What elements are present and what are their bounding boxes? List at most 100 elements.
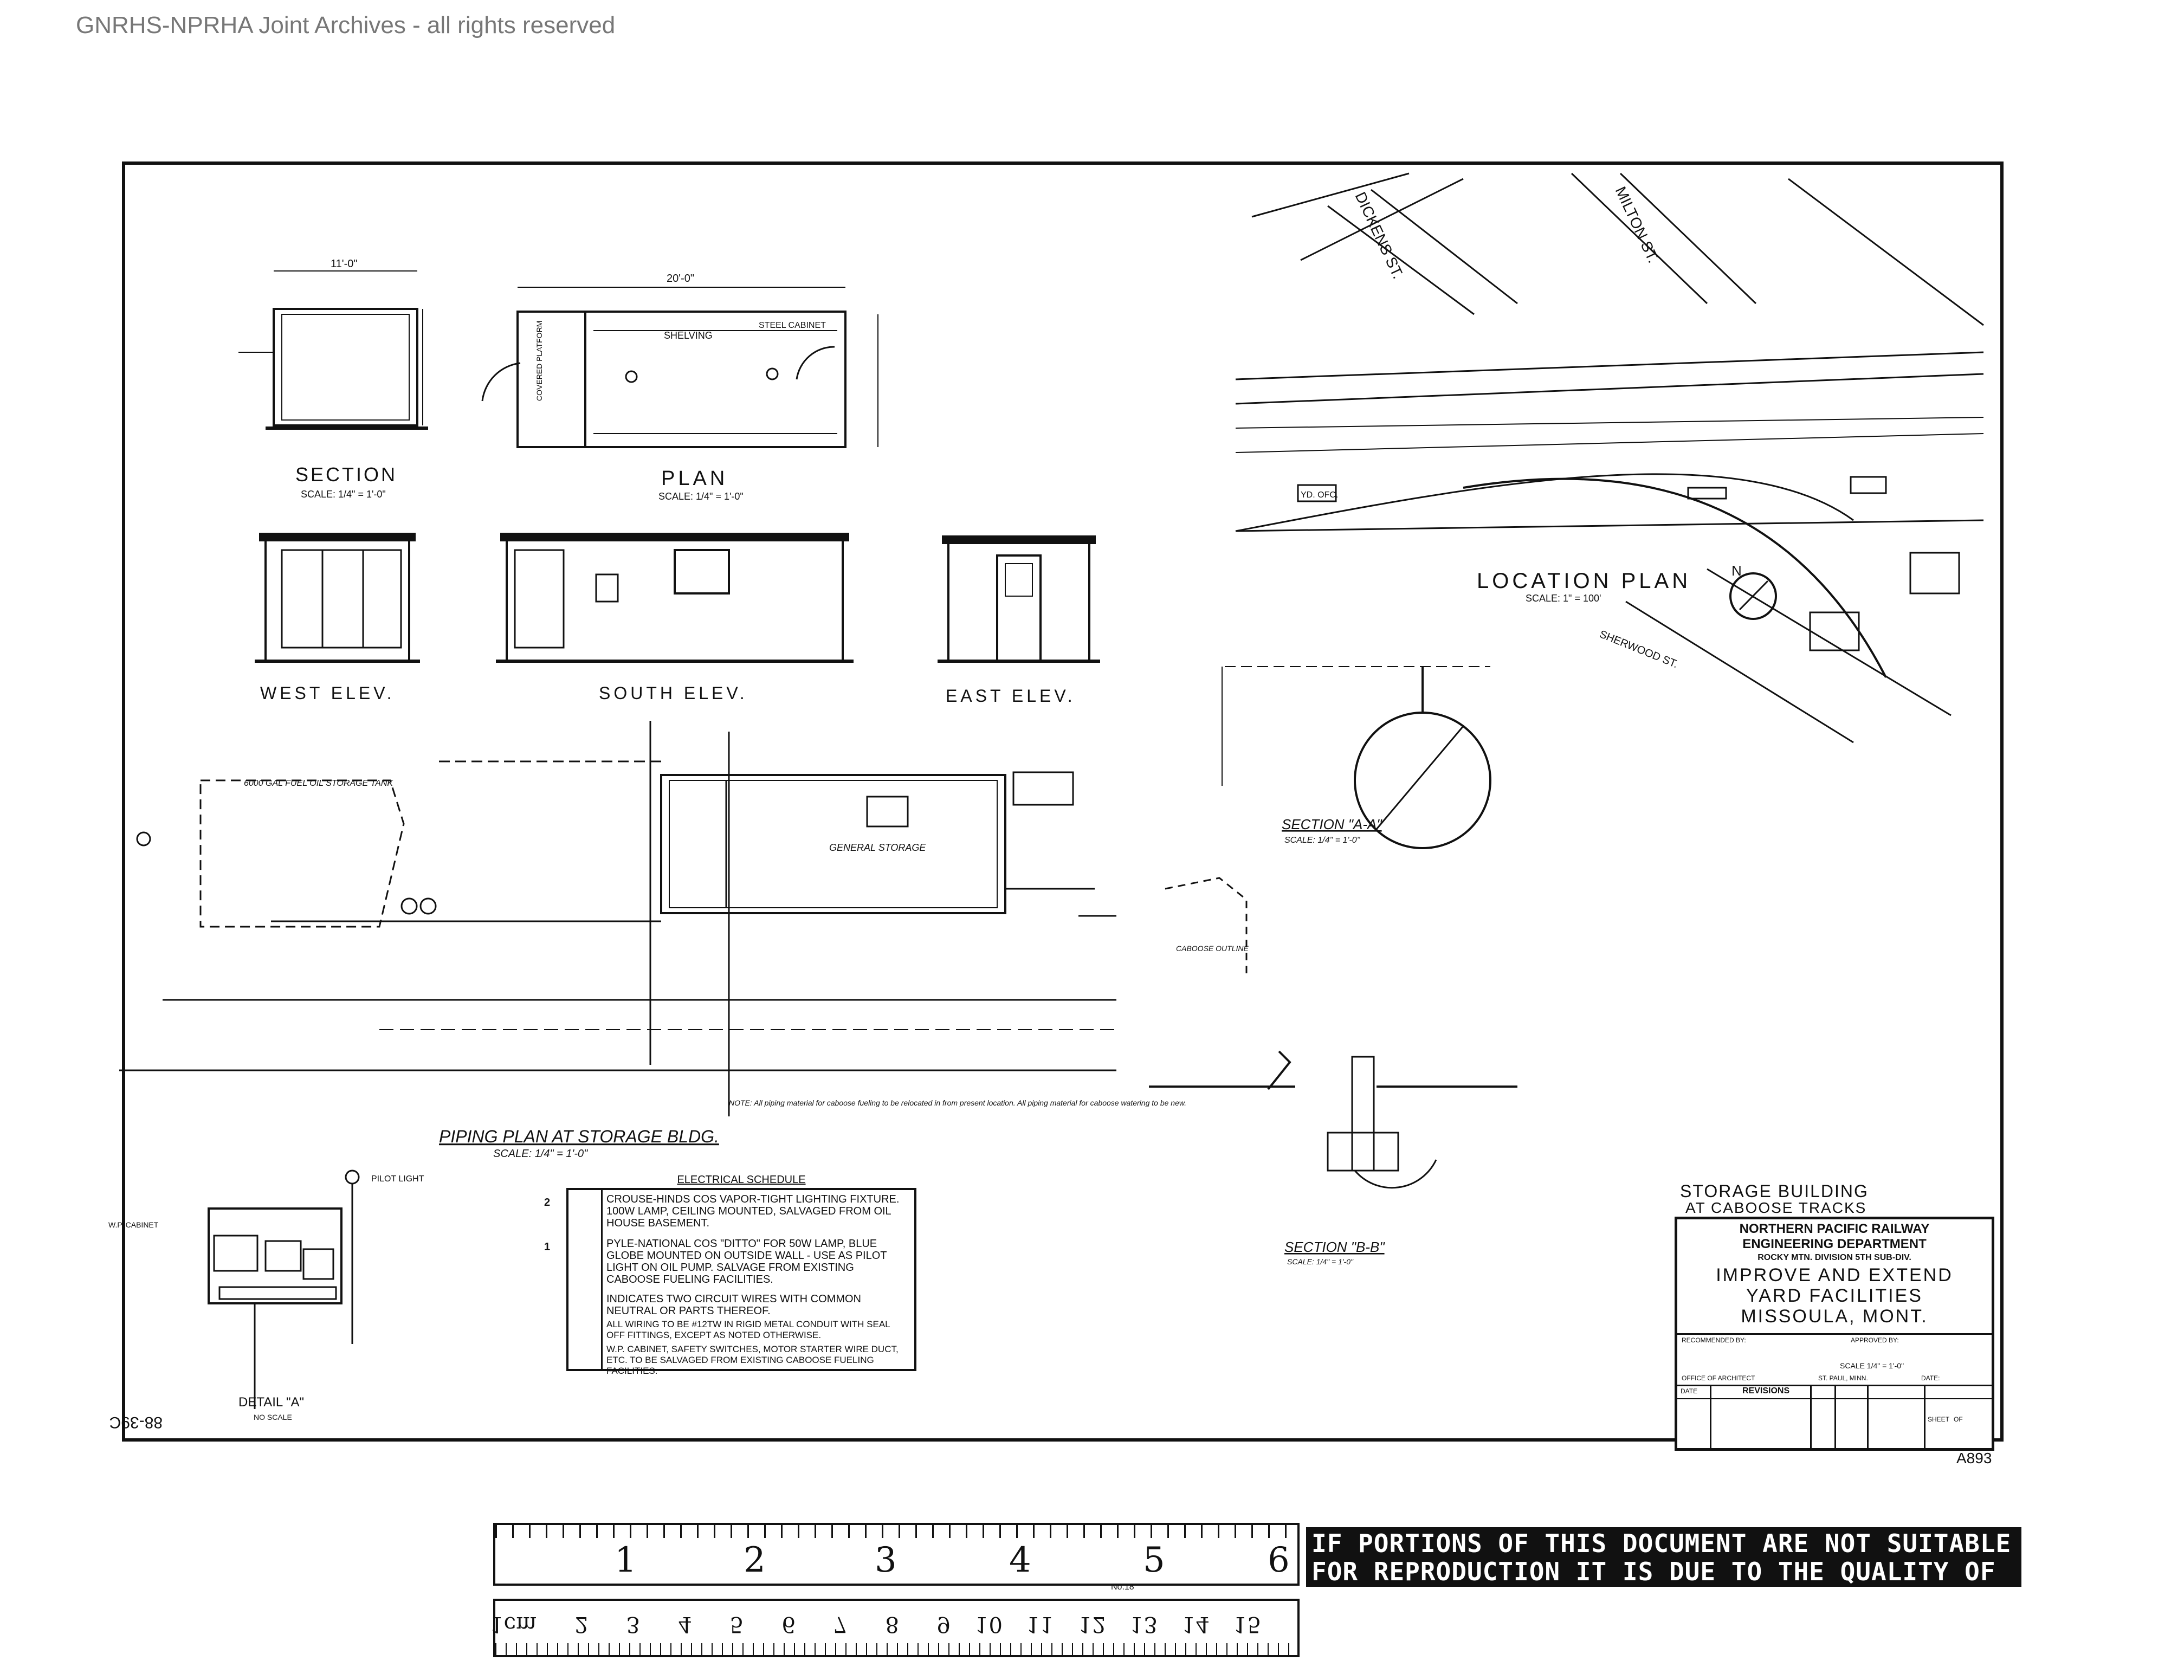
cm-label: 13 (1130, 1612, 1158, 1637)
title-block: NORTHERN PACIFIC RAILWAY ENGINEERING DEP… (1675, 1217, 1994, 1451)
section-scale: SCALE: 1/4" = 1'-0" (301, 489, 386, 500)
inch-label: 3 (875, 1540, 897, 1580)
inch-label: 1 (615, 1540, 637, 1580)
schedule-row: INDICATES TWO CIRCUIT WIRES WITH COMMON … (568, 1293, 914, 1318)
cm-label: 7 (833, 1612, 847, 1637)
project-line-2: YARD FACILITIES (1746, 1285, 1923, 1306)
cm-label: 10 (975, 1612, 1003, 1637)
inch-label: 2 (744, 1540, 766, 1580)
inch-label: 5 (1143, 1540, 1165, 1580)
east-elevation-title: EAST ELEV. (946, 686, 1076, 706)
reproduction-notice: IF PORTIONS OF THIS DOCUMENT ARE NOT SUI… (1306, 1527, 2021, 1614)
section-aa-scale: SCALE: 1/4" = 1'-0" (1284, 836, 1361, 845)
cm-label: 14 (1182, 1612, 1210, 1637)
sheet-label: SHEET (1928, 1416, 1950, 1423)
division-name: ROCKY MTN. DIVISION 5TH SUB-DIV. (1757, 1253, 1911, 1262)
piping-note: NOTE: All piping material for caboose fu… (729, 1099, 1186, 1107)
cm-label: 2 (574, 1612, 589, 1637)
milton-street-label: MILTON ST. (1612, 184, 1662, 265)
section-dimension-11: 11'-0" (331, 258, 357, 270)
drawing-number-corner: 88-39C (109, 1413, 163, 1431)
plan-shelving-label: SHELVING (664, 330, 713, 341)
north-arrow-label: N (1731, 563, 1742, 579)
schedule-row: ALL WIRING TO BE #12TW IN RIGID METAL CO… (568, 1319, 914, 1343)
title-heading-2: AT CABOOSE TRACKS (1685, 1199, 1867, 1216)
schedule-mark: 1 (544, 1241, 551, 1253)
east-elevation (938, 535, 1100, 663)
recommended-by-label: RECOMMENDED BY: (1682, 1336, 1746, 1344)
cm-label: 9 (936, 1612, 951, 1637)
title-heading-1: STORAGE BUILDING (1680, 1181, 1869, 1201)
project-line-1: IMPROVE AND EXTEND (1716, 1265, 1953, 1285)
schedule-text: CROUSE-HINDS COS VAPOR-TIGHT LIGHTING FI… (606, 1193, 900, 1229)
cm-label: 3 (626, 1612, 640, 1637)
section-bb-scale: SCALE: 1/4" = 1'-0" (1287, 1257, 1354, 1266)
sheet-code-right: A893 (1956, 1450, 1992, 1466)
revisions-date-header: DATE (1681, 1387, 1698, 1395)
plan-dimension-20: 20'-0" (667, 273, 694, 285)
cm-label: 12 (1078, 1612, 1106, 1637)
section-view (238, 270, 428, 430)
electrical-schedule: ELECTRICAL SCHEDULE 2 CROUSE-HINDS COS V… (544, 1174, 916, 1376)
schedule-text: PYLE-NATIONAL COS "DITTO" FOR 50W LAMP, … (606, 1238, 887, 1285)
cm-label: 11 (1026, 1612, 1054, 1637)
inch-label: 6 (1268, 1540, 1290, 1580)
section-bb (1149, 877, 1517, 1189)
fuel-oil-tank-label: 6000 GAL FUEL OIL STORAGE TANK (244, 779, 393, 788)
archive-watermark: GNRHS-NPRHA Joint Archives - all rights … (76, 12, 616, 38)
company-name: NORTHERN PACIFIC RAILWAY (1739, 1222, 1930, 1236)
plan-scale: SCALE: 1/4" = 1'-0" (658, 491, 744, 502)
piping-plan (119, 721, 1116, 1116)
plan-covered-platform-label: COVERED PLATFORM (535, 321, 544, 401)
section-aa (1222, 666, 1491, 849)
electrical-schedule-title: ELECTRICAL SCHEDULE (677, 1174, 806, 1186)
piping-plan-title: PIPING PLAN AT STORAGE BLDG. (439, 1127, 719, 1146)
detail-a (208, 1169, 360, 1409)
schedule-mark: 2 (544, 1197, 551, 1209)
cm-label: 1cm (490, 1612, 537, 1637)
sherwood-street-label: SHERWOOD ST. (1598, 628, 1679, 670)
schedule-text: INDICATES TWO CIRCUIT WIRES WITH COMMON … (606, 1293, 861, 1317)
west-elevation (255, 533, 420, 663)
date-label: DATE: (1921, 1374, 1940, 1382)
of-label: OF (1954, 1416, 1963, 1423)
plan-steel-cabinet-label: STEEL CABINET (759, 321, 826, 330)
plan-title: PLAN (661, 467, 728, 490)
cm-label: 6 (781, 1612, 796, 1637)
schedule-row: W.P. CABINET, SAFETY SWITCHES, MOTOR STA… (568, 1344, 914, 1376)
detail-a-title: DETAIL "A" (238, 1395, 304, 1410)
south-elevation-title: SOUTH ELEV. (599, 683, 748, 703)
department-name: ENGINEERING DEPARTMENT (1742, 1237, 1927, 1251)
revisions-header: REVISIONS (1742, 1386, 1790, 1395)
caboose-outline-label: CABOOSE OUTLINE (1176, 944, 1249, 953)
pilot-light-label: PILOT LIGHT (371, 1174, 424, 1184)
schedule-text: ALL WIRING TO BE #12TW IN RIGID METAL CO… (606, 1319, 890, 1340)
dickens-street-label: DICKENS ST. (1352, 189, 1407, 281)
location-plan (1235, 172, 1984, 744)
schedule-row: 2 CROUSE-HINDS COS VAPOR-TIGHT LIGHTING … (544, 1193, 914, 1236)
detail-a-scale: NO SCALE (254, 1413, 292, 1421)
wp-cabinet-label: W.P. CABINET (108, 1220, 159, 1229)
ruler-maker-mark: No.18 (1111, 1582, 1134, 1592)
cm-label: 8 (885, 1612, 899, 1637)
section-aa-title: SECTION "A-A" (1282, 816, 1382, 832)
approved-by-label: APPROVED BY: (1851, 1336, 1899, 1344)
section-title: SECTION (295, 463, 397, 486)
cm-label: 5 (729, 1612, 744, 1637)
yard-office-label: YD. OFC. (1301, 490, 1338, 500)
cm-label: 4 (678, 1612, 692, 1637)
location-plan-scale: SCALE: 1" = 100' (1526, 593, 1601, 604)
project-location: MISSOULA, MONT. (1741, 1306, 1928, 1327)
schedule-row: 1 PYLE-NATIONAL COS "DITTO" FOR 50W LAMP… (544, 1238, 914, 1291)
south-elevation (496, 533, 854, 663)
drawing-sheet (122, 161, 2004, 1442)
city-label: ST. PAUL, MINN. (1818, 1374, 1868, 1382)
schedule-text: W.P. CABINET, SAFETY SWITCHES, MOTOR STA… (606, 1344, 899, 1376)
section-bb-title: SECTION "B-B" (1284, 1239, 1385, 1255)
piping-plan-scale: SCALE: 1/4" = 1'-0" (493, 1148, 588, 1160)
office-label: OFFICE OF ARCHITECT (1682, 1374, 1755, 1382)
inch-ruler: 1 2 3 4 5 6 (493, 1523, 1300, 1586)
cm-label: 15 (1233, 1612, 1261, 1637)
scale-label: SCALE 1/4" = 1'-0" (1840, 1361, 1904, 1370)
